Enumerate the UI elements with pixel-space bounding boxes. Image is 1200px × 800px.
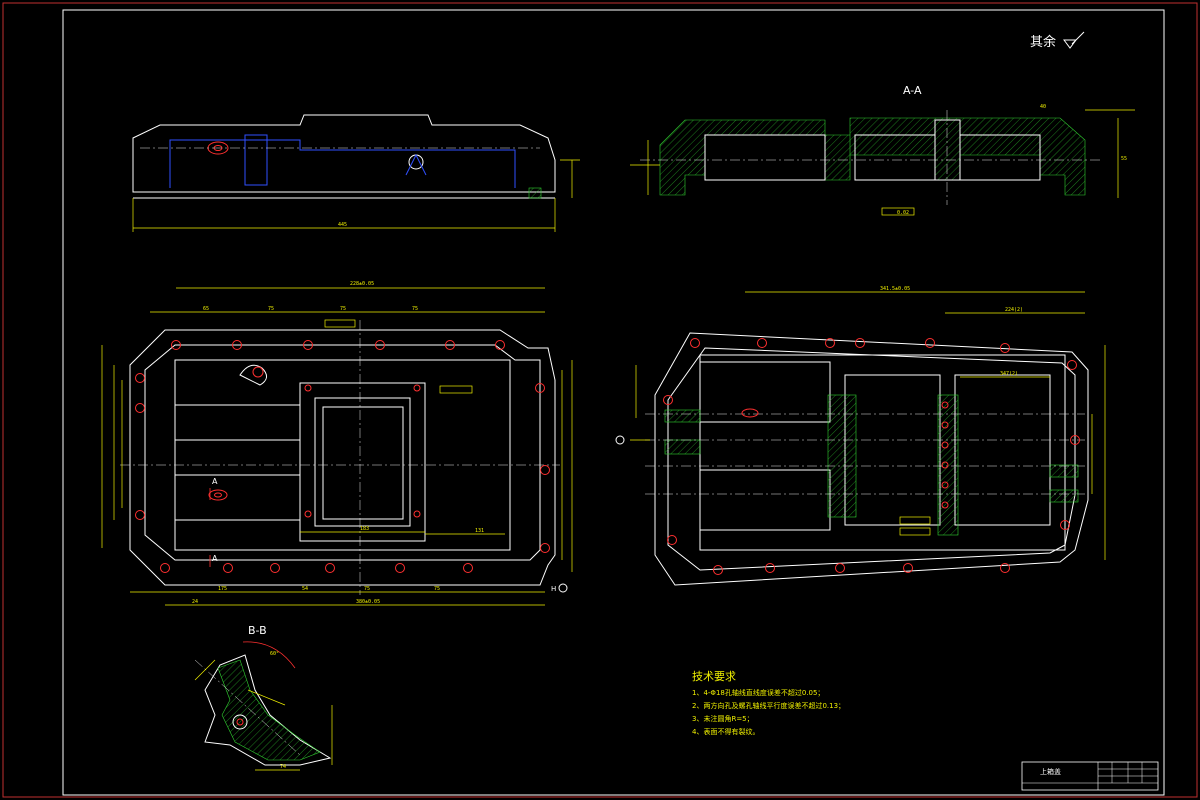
plan-inner-131-dim: 131 [475, 528, 484, 534]
bb-angle-dim: 60° [270, 651, 279, 657]
aa-height-dim: 55 [1121, 156, 1127, 162]
surface-note-text: 其余 [1030, 34, 1056, 50]
tech-req-item-3: 3、未注圆角R=5； [692, 714, 754, 723]
plan-left-24-dim: 24 [192, 599, 198, 605]
front-view: 445 [132, 114, 580, 232]
section-bb-label: B-B [248, 624, 267, 637]
tech-req-title: 技术要求 [692, 670, 736, 683]
plan-spacing-dim-75b: 75 [340, 306, 346, 312]
bottom-top-overall-dim: 341.5±0.05 [880, 286, 910, 292]
plan-spacing-dim-75d: 75 [364, 586, 370, 592]
plan-spacing-dim-75e: 75 [434, 586, 440, 592]
aa-width-dim: 40 [1040, 104, 1046, 110]
drawing-frame [62, 9, 1165, 796]
datum-h-plan: H [551, 585, 556, 593]
plan-top-overall-dim: 228±0.05 [350, 281, 374, 287]
bb-width-dim: 74 [280, 764, 286, 770]
tech-req-item-2: 2、两方向孔及螺孔轴线平行度误差不超过0.13； [692, 701, 845, 710]
bottom-inner-dim: 347(2) [1000, 371, 1018, 377]
plan-spacing-dim-75a: 75 [268, 306, 274, 312]
plan-inner-183-dim: 183 [360, 526, 369, 532]
tech-req-item-4: 4、表面不得有裂纹。 [692, 727, 759, 736]
aa-flatness-dim: 0.02 [897, 210, 909, 216]
surface-finish-note: 其余 [1030, 31, 1085, 50]
section-a-mark-bottom: A [212, 554, 218, 563]
bottom-view: 341.5±0.05 224(2) 347(2) [615, 286, 1106, 586]
technical-requirements: 技术要求 1、4-Φ18孔轴线直线度误差不超过0.05； 2、两方向孔及螺孔轴线… [692, 670, 845, 736]
plan-spacing-dim-175: 175 [218, 586, 227, 592]
title-block: 上箱盖 [1021, 761, 1159, 791]
section-aa-label: A-A [903, 84, 922, 97]
roughness-symbol-icon [1063, 31, 1085, 49]
plan-bottom-overall-dim: 380±0.05 [356, 599, 380, 605]
plan-spacing-dim-54: 54 [302, 586, 308, 592]
plan-spacing-dim-65: 65 [203, 306, 209, 312]
plan-spacing-dim-75c: 75 [412, 306, 418, 312]
plan-view: 228±0.05 65 75 75 75 175 54 75 75 380±0.… [101, 281, 573, 606]
bottom-bolt-holes [663, 338, 1080, 575]
front-length-dim: 445 [338, 222, 347, 228]
tech-req-item-1: 1、4-Φ18孔轴线直线度误差不超过0.05； [692, 688, 824, 697]
section-aa: A-A 0.02 55 40 [630, 84, 1135, 216]
plan-bolt-holes [135, 340, 550, 573]
bottom-right-dim: 224(2) [1005, 307, 1023, 313]
section-a-mark-top: A [212, 477, 218, 486]
section-bb: B-B 60° 74 [194, 624, 333, 771]
title-block-part-name: 上箱盖 [1040, 767, 1061, 776]
